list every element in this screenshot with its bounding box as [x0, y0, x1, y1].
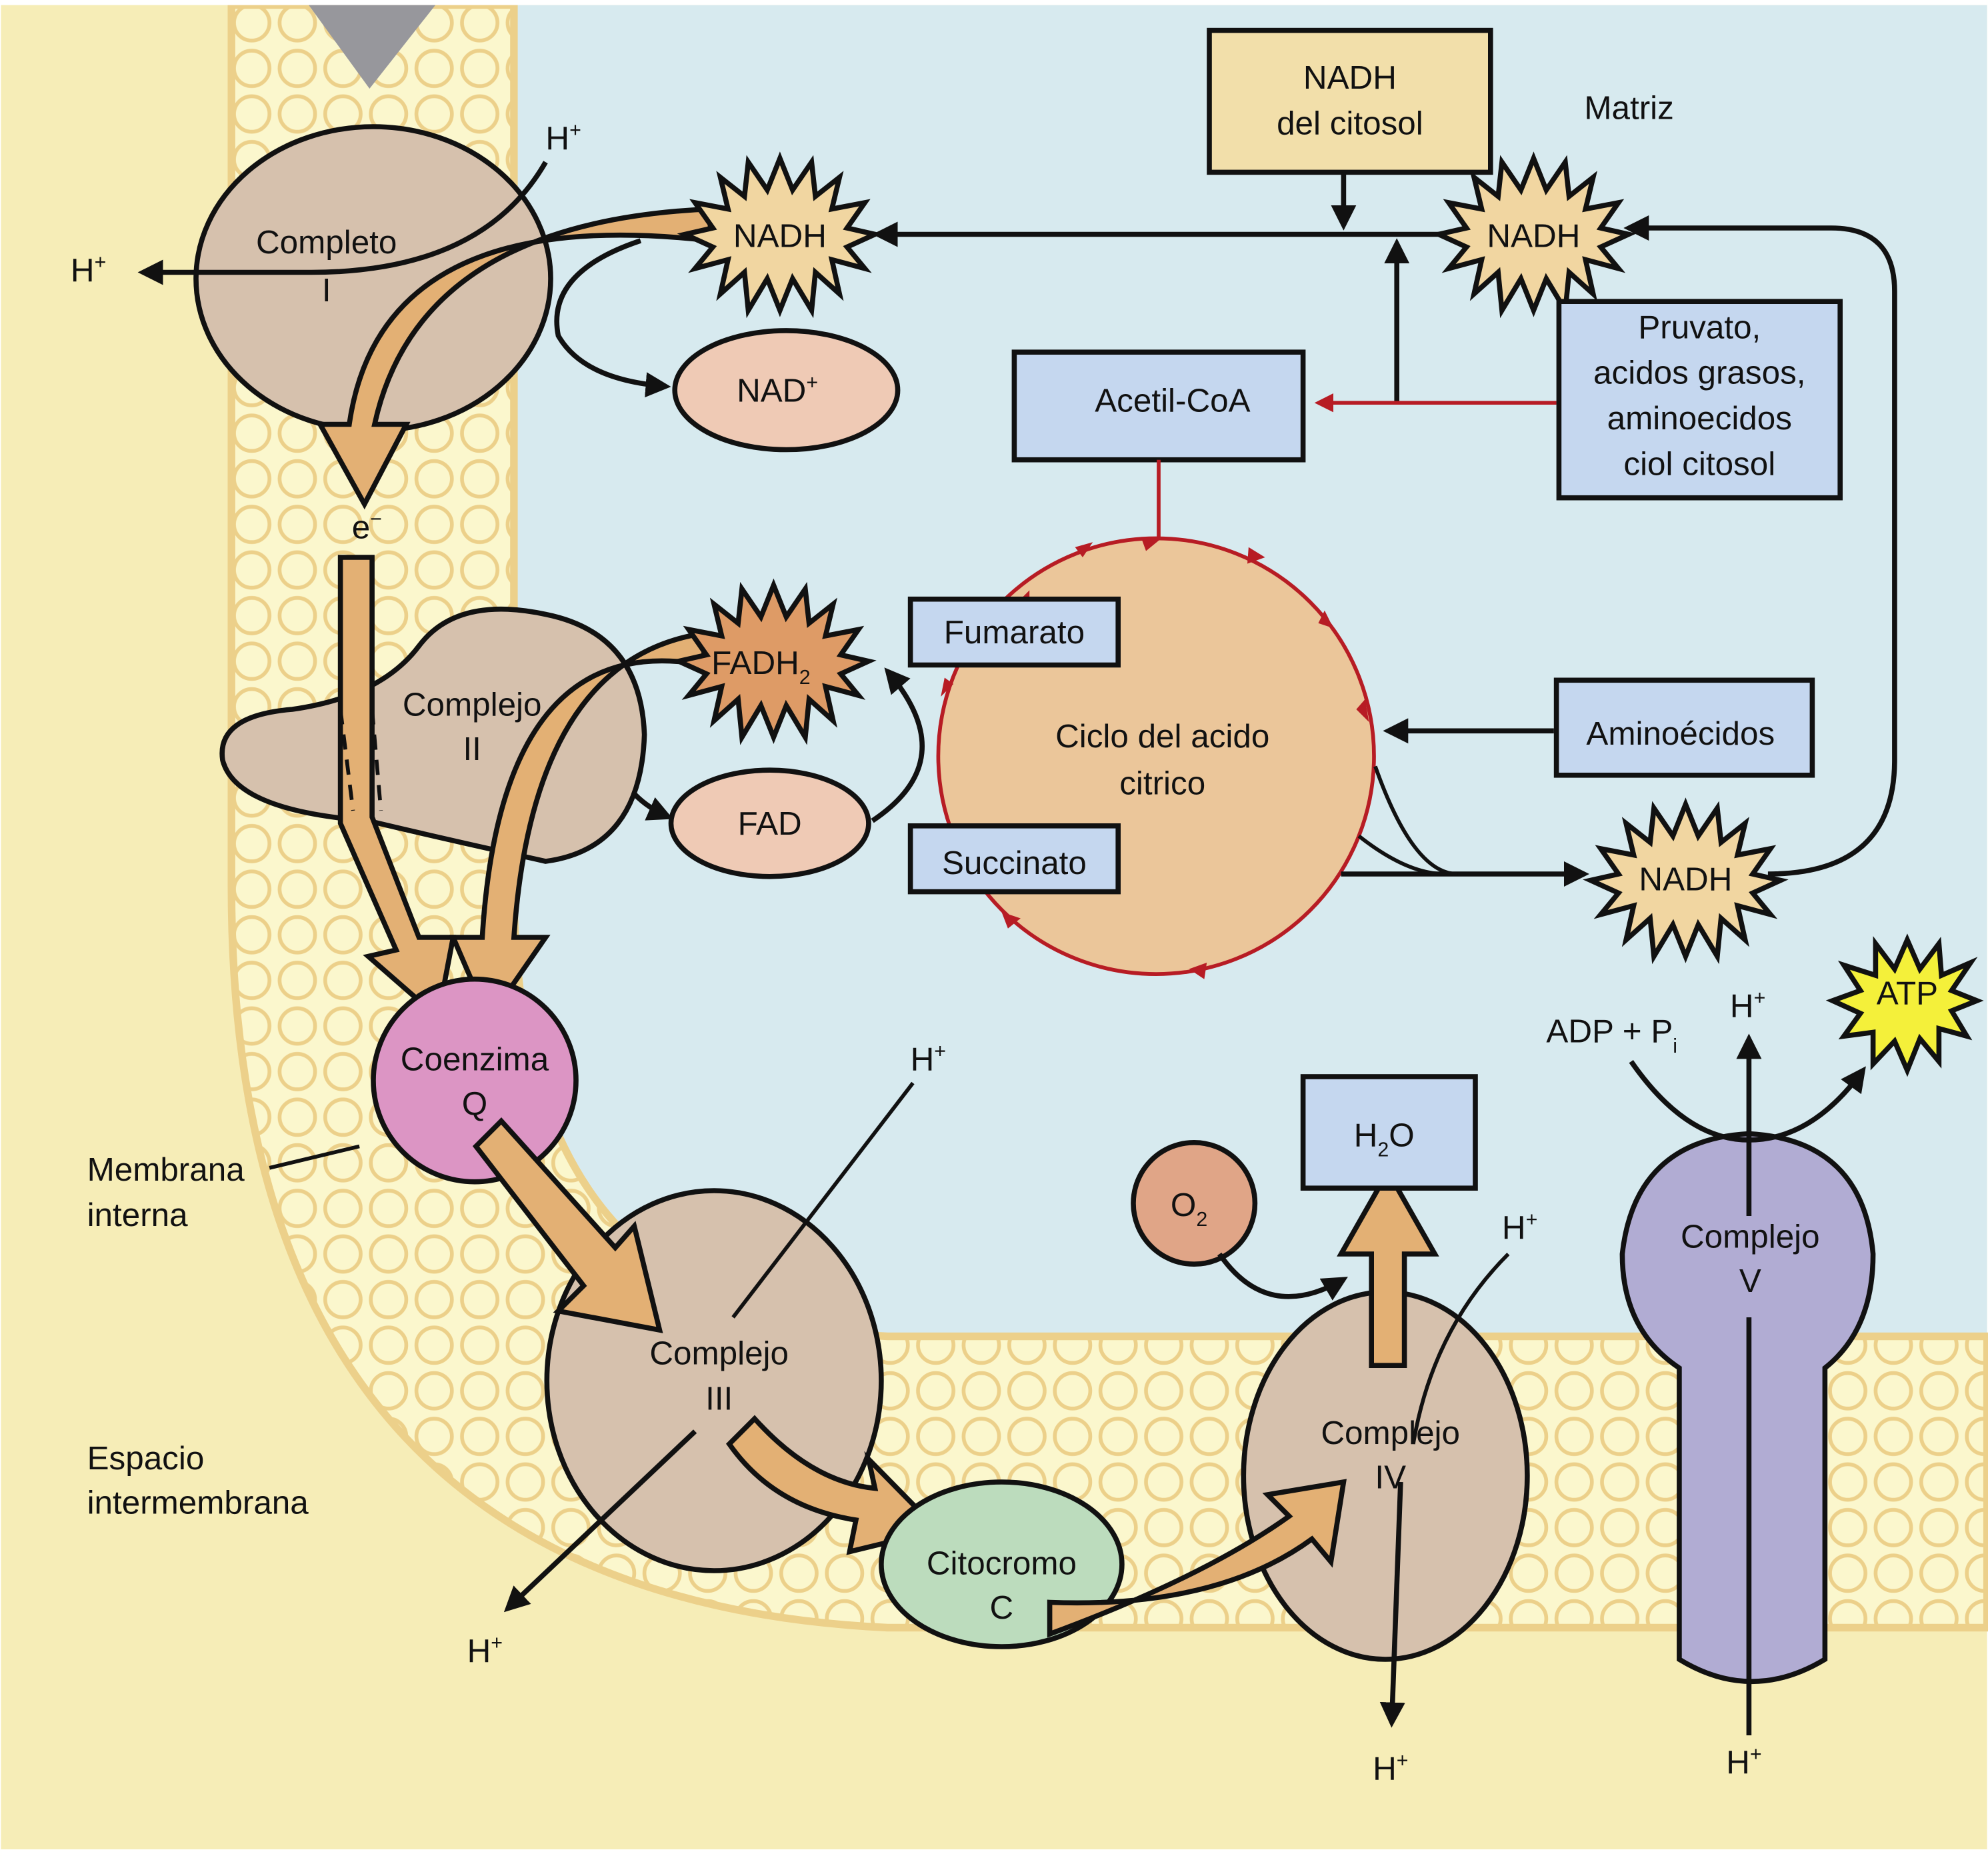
- svg-text:H+: H+: [1373, 1749, 1408, 1787]
- nadh-citosol-box: [1207, 27, 1493, 175]
- svg-text:Espacio: Espacio: [87, 1440, 205, 1477]
- pruvato-box: [1556, 299, 1843, 501]
- svg-text:Complejo: Complejo: [1321, 1415, 1460, 1451]
- svg-text:Aminoécidos: Aminoécidos: [1586, 715, 1775, 752]
- svg-text:FAD: FAD: [738, 805, 802, 842]
- matrix-label: Matriz: [1584, 90, 1673, 127]
- svg-text:Q: Q: [462, 1085, 487, 1122]
- svg-text:Complejo: Complejo: [649, 1335, 789, 1371]
- fadh2-star: [671, 578, 877, 745]
- svg-text:Succinato: Succinato: [942, 845, 1087, 881]
- svg-text:interna: interna: [87, 1197, 189, 1233]
- atp-star: [1825, 933, 1984, 1077]
- aminoacidos-box: [1553, 677, 1815, 778]
- svg-text:H+: H+: [1730, 987, 1765, 1025]
- svg-text:H+: H+: [71, 251, 106, 289]
- svg-text:H2O: H2O: [1354, 1117, 1415, 1161]
- svg-text:e−: e−: [352, 508, 382, 546]
- oxygen: [1131, 1140, 1258, 1267]
- svg-text:Coenzima: Coenzima: [401, 1041, 549, 1078]
- water-box: [1300, 1074, 1478, 1191]
- svg-text:Membrana: Membrana: [87, 1151, 245, 1188]
- svg-text:acidos grasos,: acidos grasos,: [1593, 355, 1805, 391]
- svg-text:FADH2: FADH2: [711, 645, 811, 689]
- nadh-star-top: [1431, 151, 1637, 319]
- svg-text:Ciclo del acido: Ciclo del acido: [1055, 718, 1269, 755]
- svg-text:II: II: [463, 731, 481, 767]
- svg-text:H+: H+: [1726, 1743, 1761, 1781]
- svg-text:O2: O2: [1171, 1187, 1207, 1231]
- svg-text:C: C: [990, 1589, 1014, 1626]
- acetil-coa-box: [1011, 349, 1306, 463]
- fumarato-box: [907, 596, 1121, 668]
- coenzyme-q[interactable]: [371, 976, 579, 1185]
- svg-text:Complejo: Complejo: [403, 687, 542, 723]
- svg-text:NADH: NADH: [733, 218, 827, 255]
- svg-text:intermembrana: intermembrana: [87, 1485, 309, 1521]
- svg-text:H+: H+: [1502, 1208, 1537, 1246]
- svg-text:V: V: [1739, 1263, 1761, 1299]
- svg-text:Citocromo: Citocromo: [927, 1545, 1077, 1582]
- svg-text:H+: H+: [545, 119, 581, 157]
- svg-text:del citosol: del citosol: [1277, 105, 1423, 141]
- complex-1-label: Completo: [256, 224, 397, 261]
- succinato-box: [907, 823, 1121, 895]
- nad-plus: [672, 328, 901, 453]
- svg-text:NADH: NADH: [1487, 218, 1580, 255]
- svg-text:NAD+: NAD+: [737, 371, 818, 409]
- svg-text:III: III: [705, 1381, 733, 1417]
- svg-text:H+: H+: [467, 1631, 503, 1669]
- complex-1-number: I: [322, 272, 331, 309]
- svg-text:NADH: NADH: [1303, 59, 1397, 96]
- svg-text:Complejo: Complejo: [1681, 1219, 1820, 1255]
- svg-text:ciol citosol: ciol citosol: [1623, 446, 1775, 483]
- marker-triangle: [309, 5, 436, 89]
- svg-text:Pruvato,: Pruvato,: [1638, 309, 1761, 345]
- nadh-star-complex-1: [677, 151, 883, 319]
- nadh-star-cycle: [1583, 797, 1789, 965]
- svg-text:ATP: ATP: [1877, 975, 1938, 1012]
- svg-text:citrico: citrico: [1119, 765, 1205, 801]
- svg-text:H+: H+: [911, 1040, 946, 1078]
- svg-text:NADH: NADH: [1639, 861, 1732, 898]
- svg-text:aminoecidos: aminoecidos: [1607, 400, 1792, 437]
- electron-flow-arrow-1: [315, 206, 713, 510]
- svg-text:Acetil-CoA: Acetil-CoA: [1095, 383, 1250, 419]
- svg-text:Fumarato: Fumarato: [944, 614, 1085, 651]
- fad: [668, 767, 871, 879]
- svg-text:ADP + Pi: ADP + Pi: [1546, 1013, 1677, 1057]
